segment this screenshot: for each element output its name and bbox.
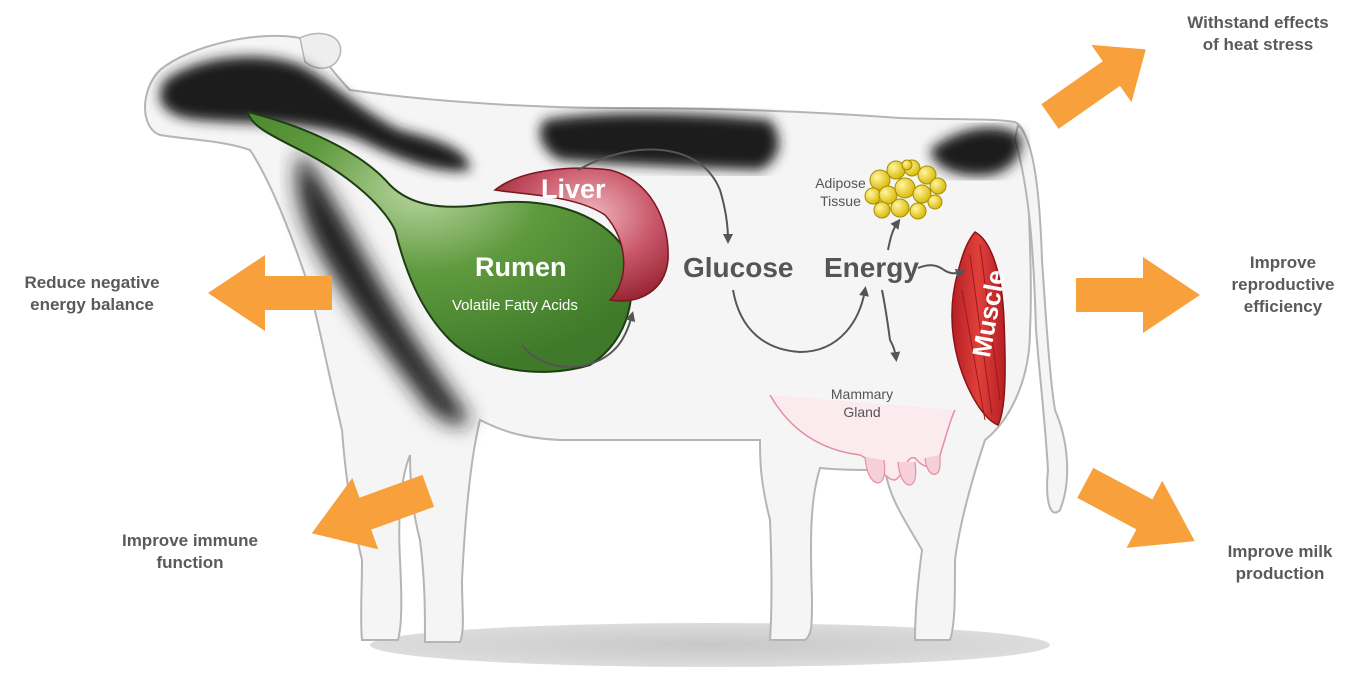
outcome-heat-stress: Withstand effects of heat stress: [1168, 12, 1348, 56]
mammary-label: Mammary Gland: [822, 385, 902, 421]
outcome-negative-energy: Reduce negative energy balance: [2, 272, 182, 316]
outcome-immune: Improve immune function: [95, 530, 285, 574]
adipose-label: Adipose Tissue: [803, 174, 878, 210]
glucose-label: Glucose: [683, 252, 793, 284]
reproductive-arrow: [1076, 257, 1200, 333]
liver-label: Liver: [541, 174, 606, 205]
outcome-reproductive: Improve reproductive efficiency: [1208, 252, 1358, 318]
heat-stress-arrow: [1030, 21, 1166, 145]
energy-label: Energy: [824, 252, 919, 284]
rumen-label: Rumen: [475, 252, 567, 283]
outcome-milk: Improve milk production: [1200, 541, 1360, 585]
rumen-sublabel: Volatile Fatty Acids: [452, 297, 578, 314]
milk-arrow: [1067, 449, 1212, 574]
